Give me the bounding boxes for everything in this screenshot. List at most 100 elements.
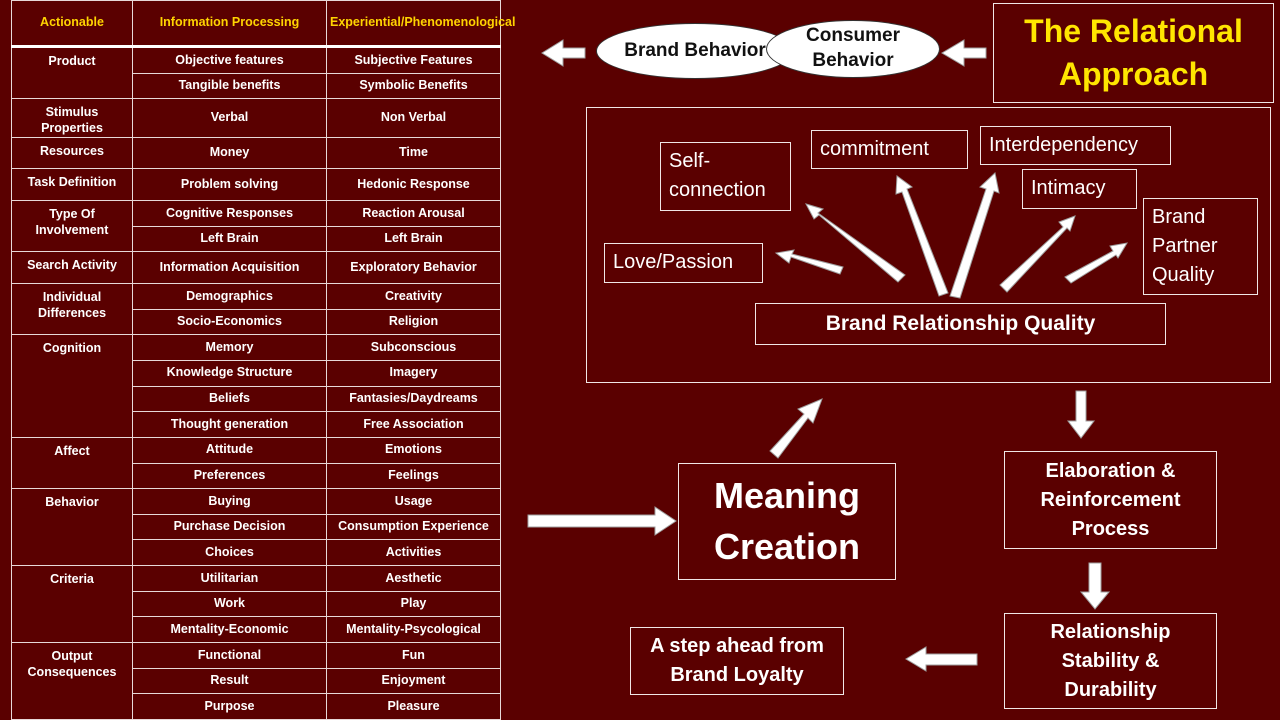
category-cell: Cognition xyxy=(11,334,133,438)
facet-intimacy: Intimacy xyxy=(1022,169,1137,209)
meaning-creation: Meaning Creation xyxy=(678,463,896,580)
info-processing-cell: Demographics xyxy=(132,283,327,310)
arrow-to-loyalty xyxy=(905,646,978,672)
arrow-to-brand-behavior xyxy=(541,39,586,67)
experiential-cell: Left Brain xyxy=(326,225,501,253)
experiential-cell: Pleasure xyxy=(326,693,501,720)
arrow-to-brq-container xyxy=(769,398,823,459)
info-processing-cell: Objective features xyxy=(132,46,327,74)
experiential-cell: Non Verbal xyxy=(326,98,501,138)
info-processing-cell: Preferences xyxy=(132,462,327,490)
experiential-cell: Mentality-Psycological xyxy=(326,616,501,643)
category-cell: Search Activity xyxy=(11,251,133,285)
facet-self-connection: Self-connection xyxy=(660,142,791,211)
info-processing-cell: Result xyxy=(132,667,327,695)
experiential-cell: Subconscious xyxy=(326,334,501,361)
experiential-cell: Consumption Experience xyxy=(326,513,501,541)
experiential-cell: Enjoyment xyxy=(326,667,501,695)
brand-relationship-quality: Brand Relationship Quality xyxy=(755,303,1166,345)
experiential-cell: Hedonic Response xyxy=(326,168,501,202)
info-processing-cell: Socio-Economics xyxy=(132,308,327,336)
oval-consumer-behavior: Consumer Behavior xyxy=(766,20,940,78)
category-cell: Behavior xyxy=(11,488,133,567)
experiential-cell: Imagery xyxy=(326,359,501,387)
experiential-cell: Fun xyxy=(326,642,501,669)
experiential-cell: Reaction Arousal xyxy=(326,200,501,227)
info-processing-cell: Beliefs xyxy=(132,385,327,413)
info-processing-cell: Mentality-Economic xyxy=(132,616,327,643)
info-processing-cell: Problem solving xyxy=(132,168,327,202)
diagram-title: The Relational Approach xyxy=(993,3,1274,103)
experiential-cell: Exploratory Behavior xyxy=(326,251,501,285)
info-processing-cell: Utilitarian xyxy=(132,565,327,592)
header-experiential: Experiential/Phenomenological xyxy=(326,0,515,48)
facet-love-passion: Love/Passion xyxy=(604,243,763,283)
info-processing-cell: Money xyxy=(132,136,327,170)
category-cell: Criteria xyxy=(11,565,133,643)
experiential-cell: Emotions xyxy=(326,436,501,464)
facet-interdependency: Interdependency xyxy=(980,126,1171,165)
info-processing-cell: Left Brain xyxy=(132,225,327,253)
elaboration-reinforcement: Elaboration & Reinforcement Process xyxy=(1004,451,1217,549)
experiential-cell: Play xyxy=(326,590,501,618)
info-processing-cell: Knowledge Structure xyxy=(132,359,327,387)
experiential-cell: Free Association xyxy=(326,411,501,438)
category-cell: Type Of Involvement xyxy=(11,200,133,253)
category-cell: Individual Differences xyxy=(11,283,133,336)
oval-brand-behavior: Brand Behavior xyxy=(596,23,794,79)
info-processing-cell: Information Acquisition xyxy=(132,251,327,285)
info-processing-cell: Cognitive Responses xyxy=(132,200,327,227)
info-processing-cell: Purpose xyxy=(132,693,327,720)
experiential-cell: Religion xyxy=(326,308,501,336)
facet-commitment: commitment xyxy=(811,130,968,169)
experiential-cell: Symbolic Benefits xyxy=(326,72,501,100)
info-processing-cell: Thought generation xyxy=(132,411,327,438)
info-processing-cell: Verbal xyxy=(132,98,327,138)
experiential-cell: Creativity xyxy=(326,283,501,310)
header-actionable: Actionable xyxy=(11,0,133,48)
brq-container xyxy=(586,107,1271,383)
info-processing-cell: Attitude xyxy=(132,436,327,464)
brand-loyalty-step: A step ahead from Brand Loyalty xyxy=(630,627,844,695)
category-cell: Product xyxy=(11,45,133,100)
relationship-stability: Relationship Stability & Durability xyxy=(1004,613,1217,709)
comparison-table: Actionable Information Processing Experi… xyxy=(11,0,515,720)
arrow-to-consumer-behavior xyxy=(941,39,987,67)
info-processing-cell: Tangible benefits xyxy=(132,72,327,100)
header-information-processing: Information Processing xyxy=(132,0,327,48)
category-cell: Resources xyxy=(11,136,133,170)
experiential-cell: Usage xyxy=(326,488,501,515)
category-cell: Output Consequences xyxy=(11,642,133,720)
facet-brand-partner-quality: Brand Partner Quality xyxy=(1143,198,1258,295)
experiential-cell: Aesthetic xyxy=(326,565,501,592)
experiential-cell: Subjective Features xyxy=(326,46,501,74)
experiential-cell: Fantasies/Daydreams xyxy=(326,385,501,413)
info-processing-cell: Functional xyxy=(132,642,327,669)
experiential-cell: Time xyxy=(326,136,501,170)
info-processing-cell: Work xyxy=(132,590,327,618)
info-processing-cell: Purchase Decision xyxy=(132,513,327,541)
table-header-row: Actionable Information Processing Experi… xyxy=(11,0,515,48)
experiential-cell: Activities xyxy=(326,539,501,567)
